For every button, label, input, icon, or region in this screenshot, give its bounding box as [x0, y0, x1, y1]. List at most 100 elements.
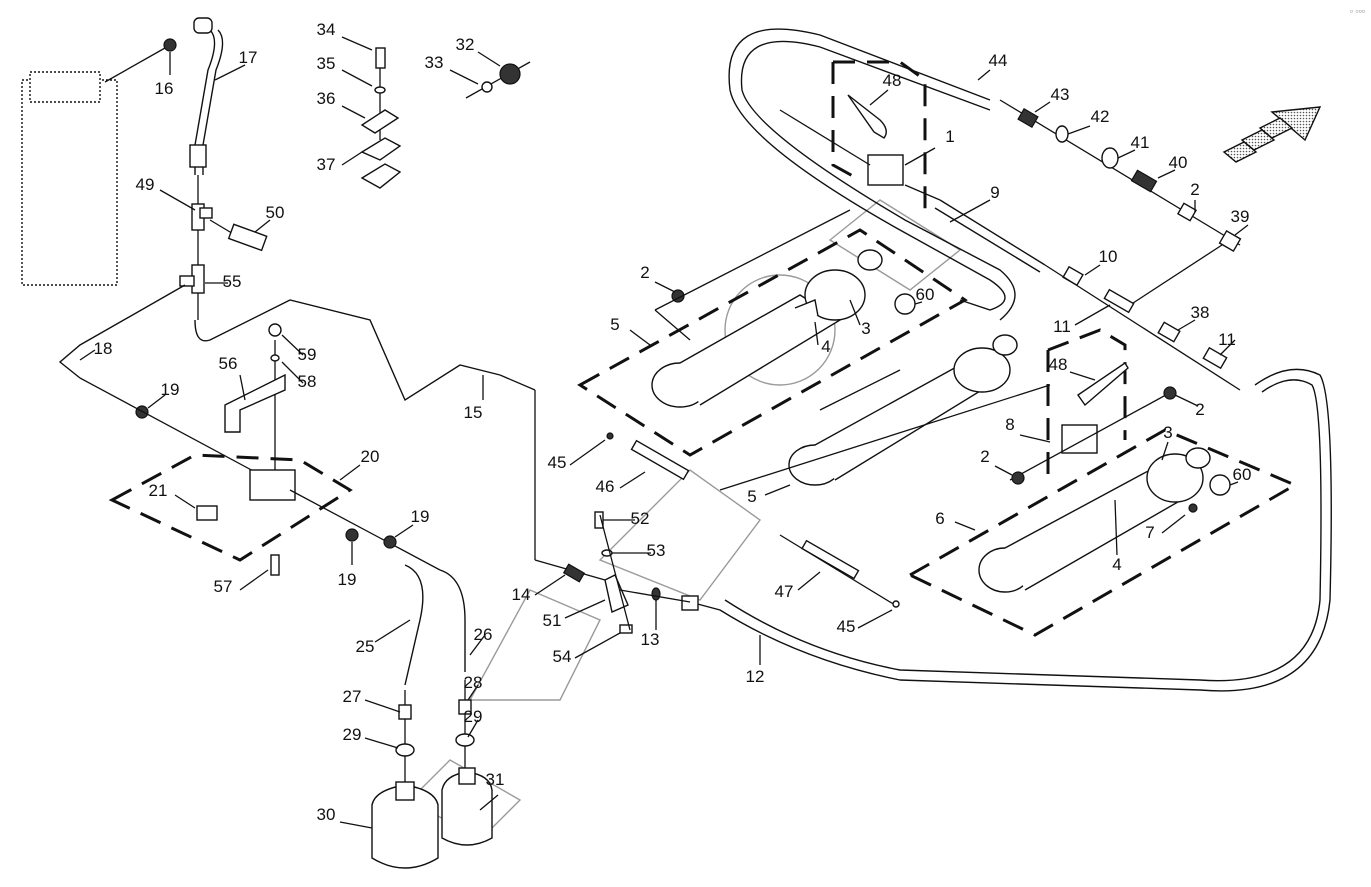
accumulator-30 — [371, 781, 439, 869]
callout-label-3: 3 — [1163, 423, 1172, 442]
fitting-38 — [1157, 321, 1181, 343]
callout-label-3: 3 — [861, 319, 870, 338]
callout-leader-5 — [764, 484, 791, 496]
dashed-box-20 — [108, 453, 353, 562]
callout-leader-9 — [949, 199, 991, 223]
callout-label-4: 4 — [1112, 555, 1121, 574]
callout-leader-26 — [469, 634, 486, 656]
callout-label-42: 42 — [1091, 107, 1110, 126]
callout-label-30: 30 — [317, 805, 336, 824]
callout-label-2: 2 — [1195, 400, 1204, 419]
callout-leader-50 — [254, 219, 271, 233]
callout-leader-30 — [339, 821, 373, 829]
callout-leader-17 — [214, 64, 246, 81]
callout-label-31: 31 — [486, 770, 505, 789]
dashed-box-5 — [577, 228, 968, 457]
callout-label-38: 38 — [1191, 303, 1210, 322]
callout-label-34: 34 — [317, 20, 336, 39]
callout-label-2: 2 — [980, 447, 989, 466]
callout-label-40: 40 — [1169, 153, 1188, 172]
callout-label-60: 60 — [1233, 465, 1252, 484]
callout-label-39: 39 — [1231, 207, 1250, 226]
callout-leader-47 — [797, 571, 821, 591]
fitting-21 — [196, 505, 218, 521]
callout-leader-10 — [1084, 264, 1101, 276]
clamp-assembly — [360, 47, 402, 189]
callout-label-33: 33 — [425, 53, 444, 72]
callout-label-25: 25 — [356, 637, 375, 656]
callout-leader-19 — [394, 524, 414, 538]
callout-leader-56 — [239, 374, 246, 401]
washer-58 — [270, 354, 280, 362]
nut-29b — [455, 733, 475, 747]
washer-13 — [651, 587, 661, 601]
callout-leader-20 — [339, 464, 361, 481]
callout-label-41: 41 — [1131, 133, 1150, 152]
callout-leader-19 — [147, 394, 166, 409]
callout-leader-4 — [814, 321, 819, 346]
callout-label-12: 12 — [746, 667, 765, 686]
callout-label-17: 17 — [239, 48, 258, 67]
nut-29a — [395, 743, 415, 757]
nut-2-right — [1163, 386, 1177, 400]
callout-leader-51 — [564, 599, 606, 619]
plug-60-lower — [1209, 474, 1231, 496]
callout-label-58: 58 — [298, 372, 317, 391]
callout-leader-48 — [869, 89, 889, 106]
callout-label-18: 18 — [94, 339, 113, 358]
callout-leader-45 — [857, 609, 893, 629]
clip-45b — [892, 600, 900, 608]
nut-2-upper — [671, 289, 685, 303]
cylinder-upper — [651, 249, 883, 408]
callout-label-2: 2 — [640, 263, 649, 282]
callout-label-48: 48 — [883, 71, 902, 90]
callout-label-19: 19 — [338, 570, 357, 589]
callout-leader-2 — [994, 465, 1013, 476]
callout-leader-4 — [1114, 499, 1118, 556]
callout-leader-25 — [374, 619, 411, 643]
callout-leader-46 — [619, 471, 646, 489]
nut-2-lower — [1011, 471, 1025, 485]
callout-leader-41 — [1117, 149, 1136, 159]
line-15 — [194, 299, 501, 402]
callout-label-29: 29 — [343, 725, 362, 744]
callout-leader-27 — [364, 699, 401, 713]
nut-32 — [499, 63, 521, 85]
callout-leader-32 — [477, 51, 501, 67]
callout-leader-8 — [1019, 434, 1051, 443]
callout-leader-18 — [79, 349, 96, 361]
pipe-25 — [404, 564, 424, 686]
callout-label-13: 13 — [641, 630, 660, 649]
callout-leader-38 — [1177, 319, 1196, 331]
callout-label-10: 10 — [1099, 247, 1118, 266]
callout-label-4: 4 — [821, 337, 830, 356]
callout-label-28: 28 — [464, 673, 483, 692]
callout-label-51: 51 — [543, 611, 562, 630]
callout-leader-57 — [239, 569, 269, 591]
callout-label-60: 60 — [916, 285, 935, 304]
fitting-43 — [1017, 107, 1039, 129]
elbow-39 — [1218, 229, 1242, 253]
dashed-box-1 — [833, 60, 927, 220]
callout-leader-59 — [281, 334, 304, 356]
lever-48 — [847, 94, 887, 139]
fitting-16 — [163, 38, 177, 52]
callout-label-37: 37 — [317, 155, 336, 174]
clip-45a — [606, 432, 614, 440]
cylinder-lower — [978, 447, 1211, 593]
tee-11a — [1103, 288, 1135, 314]
callout-label-36: 36 — [317, 89, 336, 108]
callout-label-19: 19 — [161, 380, 180, 399]
nut-59 — [268, 323, 282, 337]
callout-label-5: 5 — [610, 315, 619, 334]
callout-label-26: 26 — [474, 625, 493, 644]
callout-leader-35 — [341, 69, 373, 87]
callout-label-46: 46 — [596, 477, 615, 496]
tee-fittings — [179, 175, 268, 320]
callout-label-20: 20 — [361, 447, 380, 466]
callout-leader-37 — [341, 151, 363, 166]
callout-leader-36 — [341, 105, 366, 119]
callout-leader-29 — [467, 719, 479, 738]
fitting-40 — [1130, 169, 1158, 193]
